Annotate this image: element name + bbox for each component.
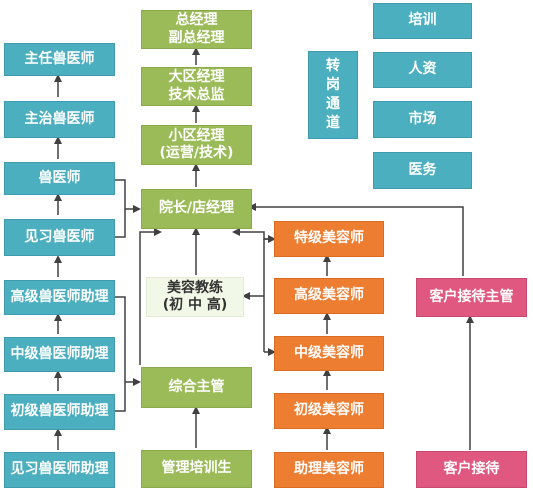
label-area-manager: 小区经理 (运营/技术) (159, 127, 234, 162)
box-regional-manager: 大区经理 技术总监 (141, 67, 252, 106)
line-admin-to-director (139, 228, 162, 365)
label-special-groomer: 特级美容师 (294, 230, 364, 247)
box-grooming-coach: 美容教练 (初 中 高) (146, 277, 244, 317)
box-mid-vet-assistant: 中级兽医师助理 (4, 337, 115, 372)
label-senior-groomer: 高级美容师 (294, 287, 364, 304)
label-assistant-groomer: 助理美容师 (294, 461, 364, 478)
box-senior-groomer: 高级美容师 (274, 278, 384, 314)
box-special-groomer: 特级美容师 (274, 221, 384, 257)
label-vet: 兽医师 (38, 169, 81, 186)
label-intern-vet: 见习兽医师 (24, 228, 95, 245)
box-reception: 客户接待 (416, 451, 527, 488)
label-dept-hr: 人资 (408, 61, 437, 78)
label-dept-training: 培训 (408, 12, 437, 29)
label-admin-supervisor: 综合主管 (168, 378, 225, 395)
label-chief-vet: 主任兽医师 (24, 50, 95, 67)
label-dept-marketing: 市场 (408, 110, 437, 127)
box-dept-training: 培训 (373, 3, 472, 39)
label-transfer-channel: 转 岗 通 道 (326, 58, 340, 131)
box-intern-vet-assistant: 见习兽医师助理 (4, 452, 115, 488)
line-recep-super-to-director (248, 203, 464, 276)
box-transfer-channel: 转 岗 通 道 (308, 51, 358, 139)
box-admin-supervisor: 综合主管 (141, 367, 252, 408)
box-reception-supervisor: 客户接待主管 (416, 278, 527, 317)
box-management-trainee: 管理培训生 (141, 450, 252, 488)
box-dept-medical: 医务 (373, 152, 472, 189)
box-director: 院长/店经理 (141, 189, 252, 229)
label-dept-medical: 医务 (408, 161, 437, 178)
label-senior-vet-assistant: 高级兽医师助理 (10, 288, 109, 305)
label-management-trainee: 管理培训生 (161, 460, 232, 477)
box-intern-vet: 见习兽医师 (4, 219, 115, 256)
box-chief-vet: 主任兽医师 (4, 43, 115, 76)
box-dept-hr: 人资 (373, 52, 472, 88)
box-junior-groomer: 初级美容师 (274, 393, 384, 429)
label-mid-vet-assistant: 中级兽医师助理 (10, 345, 109, 362)
box-general-manager: 总经理 副总经理 (141, 10, 252, 49)
box-vet: 兽医师 (4, 162, 115, 195)
label-director: 院长/店经理 (158, 200, 235, 217)
box-area-manager: 小区经理 (运营/技术) (141, 125, 252, 165)
label-junior-vet-assistant: 初级兽医师助理 (10, 403, 109, 420)
bracket-vet-to-director (114, 179, 126, 238)
label-regional-manager: 大区经理 技术总监 (168, 69, 225, 103)
line-grooming-to-director (232, 228, 272, 240)
box-assistant-groomer: 助理美容师 (274, 452, 384, 488)
bracket-assistants-to-admin (114, 296, 126, 412)
label-mid-groomer: 中级美容师 (294, 344, 364, 361)
box-attending-vet: 主治兽医师 (4, 101, 115, 138)
label-attending-vet: 主治兽医师 (24, 110, 95, 127)
box-senior-vet-assistant: 高级兽医师助理 (4, 280, 115, 315)
box-junior-vet-assistant: 初级兽医师助理 (4, 394, 115, 430)
box-dept-marketing: 市场 (373, 101, 472, 138)
label-reception: 客户接待 (443, 460, 500, 477)
label-reception-supervisor: 客户接待主管 (429, 288, 514, 305)
label-general-manager: 总经理 副总经理 (168, 12, 225, 46)
label-grooming-coach: 美容教练 (初 中 高) (162, 279, 228, 314)
label-intern-vet-assistant: 见习兽医师助理 (10, 461, 109, 478)
label-junior-groomer: 初级美容师 (294, 402, 364, 419)
box-mid-groomer: 中级美容师 (274, 336, 384, 371)
